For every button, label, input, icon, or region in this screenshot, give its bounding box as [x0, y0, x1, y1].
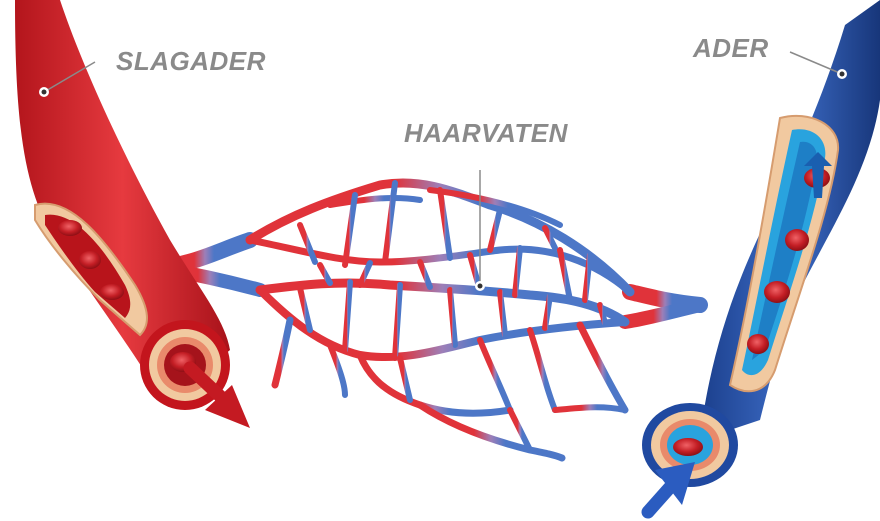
artery-label: SLAGADER: [116, 46, 266, 77]
red-blood-cell-icon: [747, 334, 769, 354]
red-blood-cell-icon: [785, 229, 809, 251]
red-blood-cell-icon: [58, 220, 82, 236]
red-blood-cell-icon: [673, 438, 703, 456]
vein-label: ADER: [693, 33, 769, 64]
capillaries-label: HAARVATEN: [404, 118, 568, 149]
red-blood-cell-icon: [100, 284, 124, 300]
red-blood-cell-icon: [79, 251, 101, 269]
red-blood-cell-icon: [764, 281, 790, 303]
